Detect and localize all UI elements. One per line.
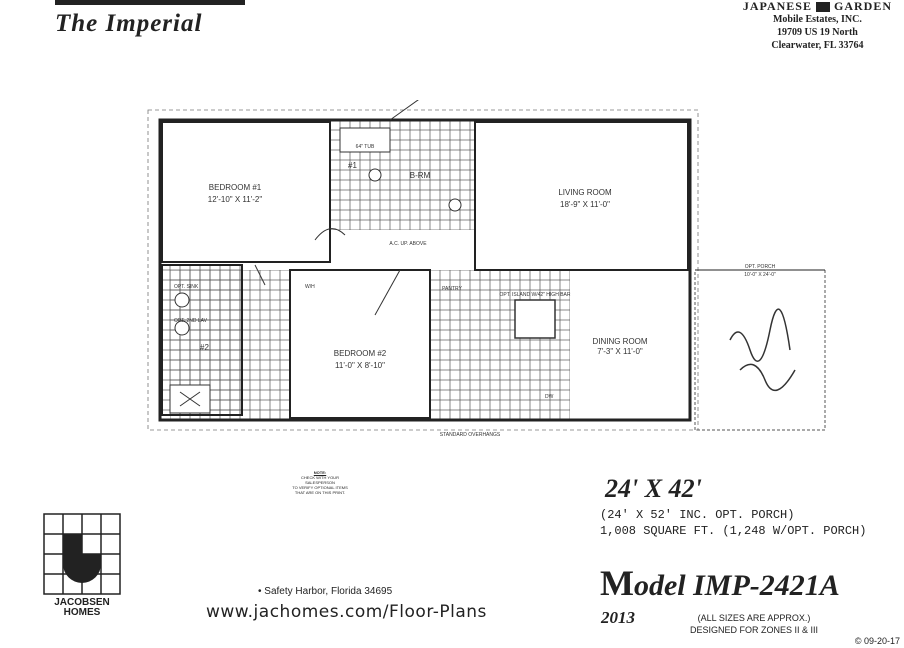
- overhang-label: STANDARD OVERHANGS: [440, 432, 501, 438]
- dining-name: DINING ROOM: [592, 337, 647, 346]
- living-room: [474, 121, 689, 271]
- shower-x-icon: [179, 391, 201, 407]
- model-year: 2013: [601, 608, 635, 627]
- brand-line-1: JACOBSEN: [54, 597, 110, 608]
- dealer-name-left: JAPANESE: [742, 0, 812, 13]
- dealer-name-right: GARDEN: [833, 0, 892, 13]
- tub-icon: [339, 127, 391, 153]
- model-rest: odel IMP-2421A: [633, 569, 840, 602]
- handwritten-signature: [729, 308, 796, 392]
- note-heading: NOTE:: [313, 470, 327, 475]
- title-rule: [55, 0, 245, 5]
- porch-name: OPT. PORCH: [745, 264, 776, 270]
- zones-note: DESIGNED FOR ZONES II & III: [690, 625, 819, 635]
- note-line-2: TO VERIFY OPTIONAL ITEMS: [292, 485, 348, 490]
- spec-line-2: 1,008 SQUARE FT. (1,248 W/OPT. PORCH): [600, 524, 867, 538]
- tub-label: 64" TUB: [356, 144, 375, 150]
- island-icon: [514, 299, 556, 339]
- note-line-3: THAT ARE ON THIS PRINT.: [294, 490, 346, 495]
- bedroom2-dims: 11'-0" X 8'-10": [335, 361, 385, 370]
- bedroom2-name: BEDROOM #2: [334, 349, 387, 358]
- brand-line-2: HOMES: [63, 607, 101, 618]
- dw-label: DW: [545, 394, 554, 400]
- bath2-number: #2: [200, 343, 209, 352]
- bedroom1: [161, 121, 331, 263]
- bath1-number: #1: [348, 161, 357, 170]
- approx-note: (ALL SIZES ARE APPROX.): [697, 613, 811, 623]
- plan-dimensions: 24' X 42': [605, 474, 702, 503]
- copyright: © 09-20-17: [854, 636, 900, 646]
- dealer-line3: 19709 US 19 North: [777, 27, 858, 38]
- plan-title: The Imperial: [55, 10, 203, 37]
- porch-dims: 10'-0" X 24'-0": [744, 272, 776, 278]
- dealer-logo-icon: [815, 2, 830, 13]
- bath1-name: B-RM: [410, 171, 431, 180]
- dealer-line2: Mobile Estates, INC.: [772, 14, 862, 25]
- sink-icon-2: [174, 320, 190, 336]
- pantry-label: PANTRY: [442, 286, 462, 292]
- dealer-line4: Clearwater, FL 33764: [771, 40, 864, 51]
- wh-label: W/H: [305, 284, 315, 290]
- opt-sink-label: OPT. SINK: [174, 284, 199, 290]
- opt-2nd-lav-label: OPT. 2ND LAV: [174, 318, 208, 324]
- sink-icon: [174, 292, 190, 308]
- living-dims: 18'-9" X 11'-0": [560, 200, 610, 209]
- note-line-1: CHECK WITH YOUR SALESPERSON: [301, 475, 339, 485]
- brand-name: JACOBSEN HOMES: [44, 598, 120, 618]
- model-first-letter: M: [600, 563, 634, 603]
- porch-outline: [694, 269, 826, 431]
- door-swing-icon-2: [254, 264, 266, 286]
- exterior-wall: [158, 118, 692, 422]
- footer-website: www.jachomes.com/Floor-Plans: [206, 602, 487, 622]
- ac-label: A.C. UP. ABOVE: [389, 241, 427, 247]
- spec-block: (24' X 52' INC. OPT. PORCH) 1,008 SQUARE…: [600, 507, 866, 539]
- note-block: NOTE: CHECK WITH YOUR SALESPERSON TO VER…: [290, 470, 350, 495]
- bedroom1-name: BEDROOM #1: [209, 183, 262, 192]
- footer-address: • Safety Harbor, Florida 34695: [258, 586, 393, 597]
- toilet-icon: [368, 168, 382, 182]
- living-name: LIVING ROOM: [558, 188, 612, 197]
- bedroom1-dims: 12'-10" X 11'-2": [208, 195, 263, 204]
- range-icon: [448, 198, 462, 212]
- spec-line-1: (24' X 52' INC. OPT. PORCH): [600, 508, 795, 522]
- door-swing-icon: [314, 228, 346, 241]
- dealer-block: JAPANESE GARDEN Mobile Estates, INC. 197…: [743, 0, 892, 52]
- island-label: OPT. ISLAND W/42" HIGH BAR: [500, 292, 571, 298]
- entry-door-icon: [389, 100, 419, 121]
- bedroom2: [289, 269, 431, 419]
- door-swing-icon-3: [374, 269, 401, 316]
- floor-plan: BEDROOM #1 12'-10" X 11'-2" LIVING ROOM …: [147, 100, 826, 438]
- approx-block: (ALL SIZES ARE APPROX.) DESIGNED FOR ZON…: [690, 612, 818, 636]
- dining-dims: 7'-3" X 11'-0": [597, 347, 643, 356]
- dealer-name: JAPANESE GARDEN: [743, 0, 892, 13]
- jacobsen-logo-icon: [43, 513, 121, 595]
- model-number: Model IMP-2421A: [600, 562, 840, 604]
